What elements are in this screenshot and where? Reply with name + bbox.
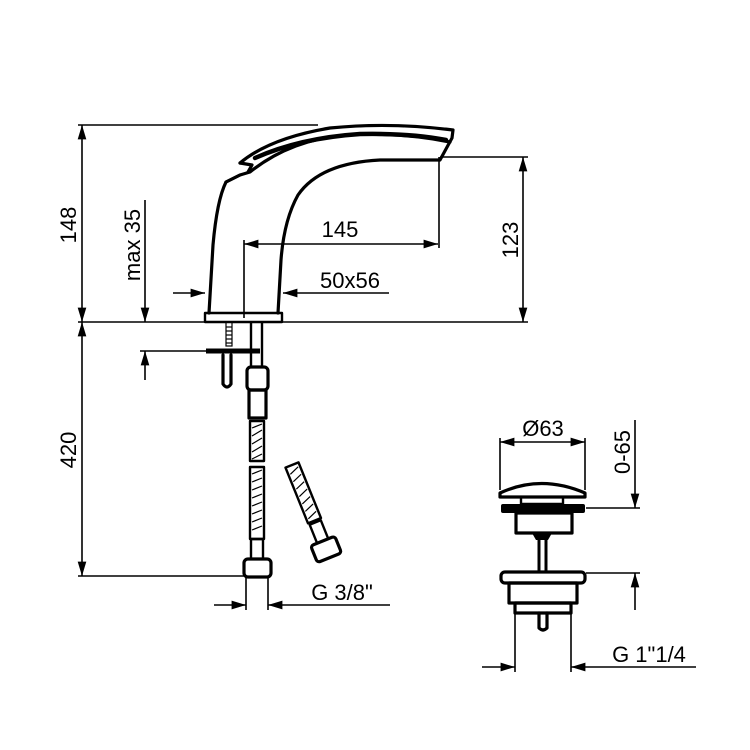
dim-d63-label: Ø63 xyxy=(522,416,564,441)
pop-up-waste xyxy=(498,481,587,632)
dim-145-label: 145 xyxy=(322,217,359,242)
waste-cap xyxy=(498,481,587,499)
hose-connector xyxy=(245,365,270,392)
spout-top-outline xyxy=(238,123,455,165)
body-back-outline xyxy=(207,173,242,315)
hose-end-nut xyxy=(242,557,273,579)
waste-lower-flange xyxy=(499,570,587,585)
dim-123-label: 123 xyxy=(498,222,523,259)
lower-stud xyxy=(221,353,233,389)
hose-ferrule xyxy=(247,388,268,420)
spout-midline xyxy=(252,131,449,161)
dim-065-label: 0-65 xyxy=(610,430,635,474)
dim-50x56-label: 50x56 xyxy=(320,268,380,293)
spout-tail xyxy=(238,161,254,174)
flexible-hose xyxy=(242,419,273,579)
flexible-hose-detail xyxy=(284,461,343,564)
dim-148-label: 148 xyxy=(56,207,81,244)
dim-420-label: 420 xyxy=(56,432,81,469)
mounting-assembly xyxy=(206,321,270,420)
dim-g114-label: G 1"1/4 xyxy=(612,642,686,667)
dim-max35-label: max 35 xyxy=(120,209,145,281)
dim-g38-label: G 3/8" xyxy=(311,580,373,605)
threaded-stud xyxy=(225,321,233,347)
waste-flange xyxy=(501,504,585,513)
